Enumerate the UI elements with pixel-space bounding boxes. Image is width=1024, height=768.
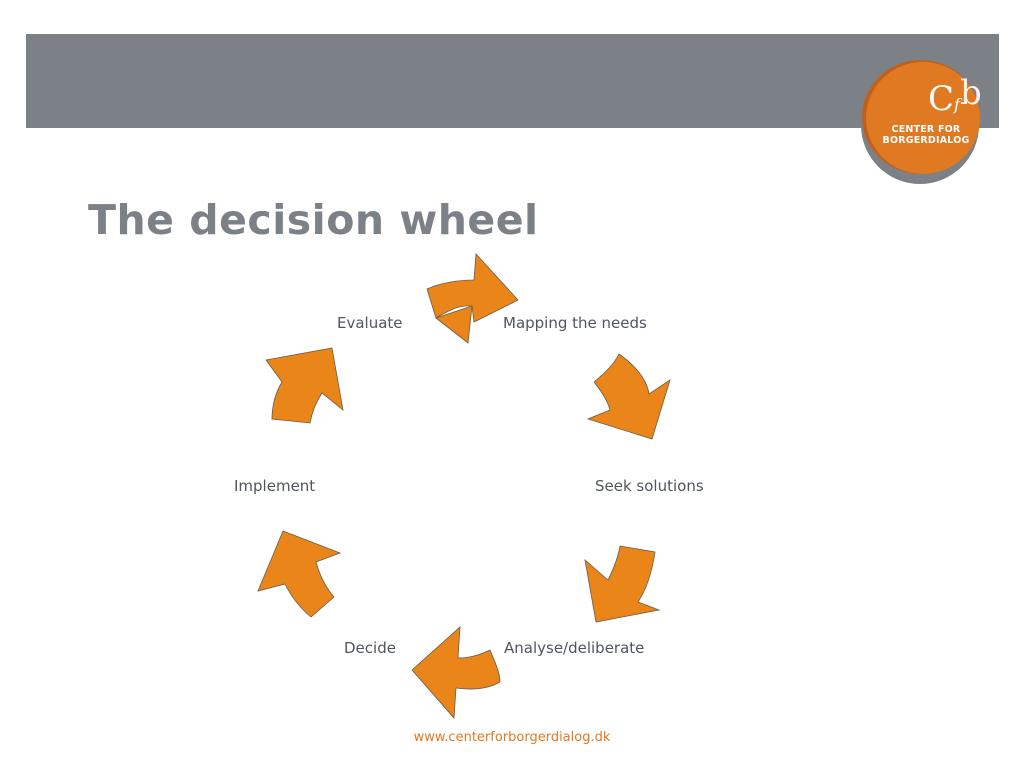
footer-website-link[interactable]: www.centerforborgerdialog.dk: [413, 730, 611, 745]
arrow-seek-to-analyse: [584, 545, 661, 623]
step-label-implement: Implement: [234, 477, 316, 495]
step-label-decide: Decide: [344, 639, 396, 657]
logo-monogram: Cfb: [928, 76, 982, 119]
arrow-analyse-to-decide: [411, 626, 501, 719]
arrow-mapping-to-seek: [586, 353, 671, 440]
logo-monogram-b: b: [959, 73, 982, 113]
step-label-seek-solutions: Seek solutions: [595, 477, 704, 495]
center-for-borgerdialog-logo: Cfb CENTER FOR BORGERDIALOG: [858, 58, 986, 184]
slide-title: The decision wheel: [88, 196, 539, 244]
step-label-mapping-the-needs: Mapping the needs: [503, 314, 647, 332]
logo-monogram-c: C: [928, 79, 955, 119]
arrow-evaluate-to-mapping: [426, 253, 519, 344]
logo-disc: [866, 62, 980, 174]
step-label-evaluate: Evaluate: [337, 314, 403, 332]
logo-monogram-f: f: [954, 95, 960, 114]
arrow-decide-to-implement: [257, 530, 342, 618]
arrow-implement-to-evaluate: [265, 347, 344, 424]
header-band: [26, 34, 999, 128]
logo-wordmark: CENTER FOR BORGERDIALOG: [876, 124, 976, 146]
step-label-analyse-deliberate: Analyse/deliberate: [504, 639, 645, 657]
logo-wordmark-line2: BORGERDIALOG: [882, 135, 970, 146]
logo-wordmark-line1: CENTER FOR: [891, 124, 961, 135]
